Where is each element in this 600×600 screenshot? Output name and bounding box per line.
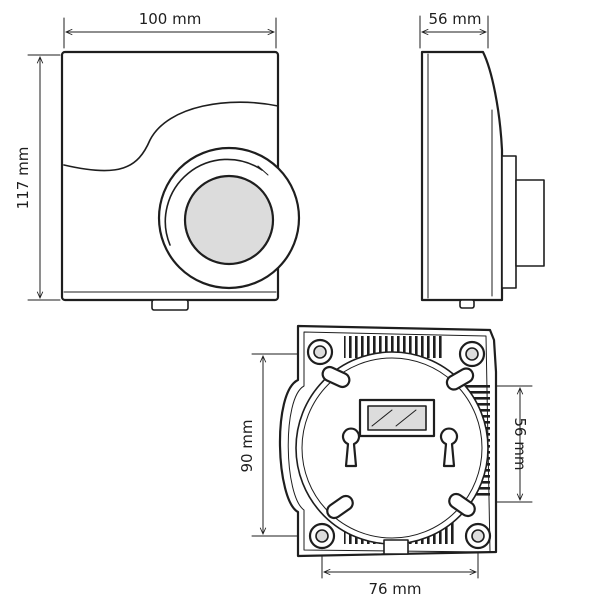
slotted-hole-top-right <box>445 367 475 391</box>
side-knob <box>515 179 545 267</box>
mounting-hole-icon <box>308 522 336 550</box>
front-foot <box>151 299 189 311</box>
front-height-label: 117 mm <box>14 147 32 210</box>
back-inner-height-label: 56 mm <box>511 417 529 470</box>
side-knob-base <box>501 155 517 289</box>
front-width-label: 100 mm <box>139 10 202 28</box>
front-wave-line <box>63 101 279 172</box>
mounting-hole-icon <box>464 522 492 550</box>
back-height-label: 90 mm <box>238 419 256 472</box>
slotted-hole-top-left <box>321 365 351 389</box>
side-foot <box>459 299 475 309</box>
side-depth-dimension: 56 mm <box>419 10 489 49</box>
side-housing <box>420 50 504 302</box>
back-width-label: 76 mm <box>368 580 421 598</box>
mounting-hole-icon <box>306 338 334 366</box>
top-vent-slots <box>344 336 444 358</box>
front-view: 100 mm 117 mm <box>14 10 301 311</box>
back-width-dimension: 76 mm <box>321 539 479 598</box>
back-rectangular-window <box>358 398 436 438</box>
back-bottom-tab <box>383 539 409 555</box>
front-height-dimension: 117 mm <box>14 54 61 301</box>
keyhole-slot-icon <box>439 427 459 468</box>
back-view: 90 mm 56 mm 76 mm <box>238 324 533 598</box>
keyhole-slot-icon <box>341 427 361 468</box>
side-depth-label: 56 mm <box>428 10 481 28</box>
slotted-hole-bottom-left <box>326 494 354 520</box>
front-width-dimension: 100 mm <box>63 10 277 49</box>
back-height-dimension: 90 mm <box>238 353 317 537</box>
side-view: 56 mm <box>419 10 545 309</box>
mounting-hole-icon <box>458 340 486 368</box>
slotted-hole-bottom-right <box>448 492 476 518</box>
front-dial <box>157 146 301 290</box>
